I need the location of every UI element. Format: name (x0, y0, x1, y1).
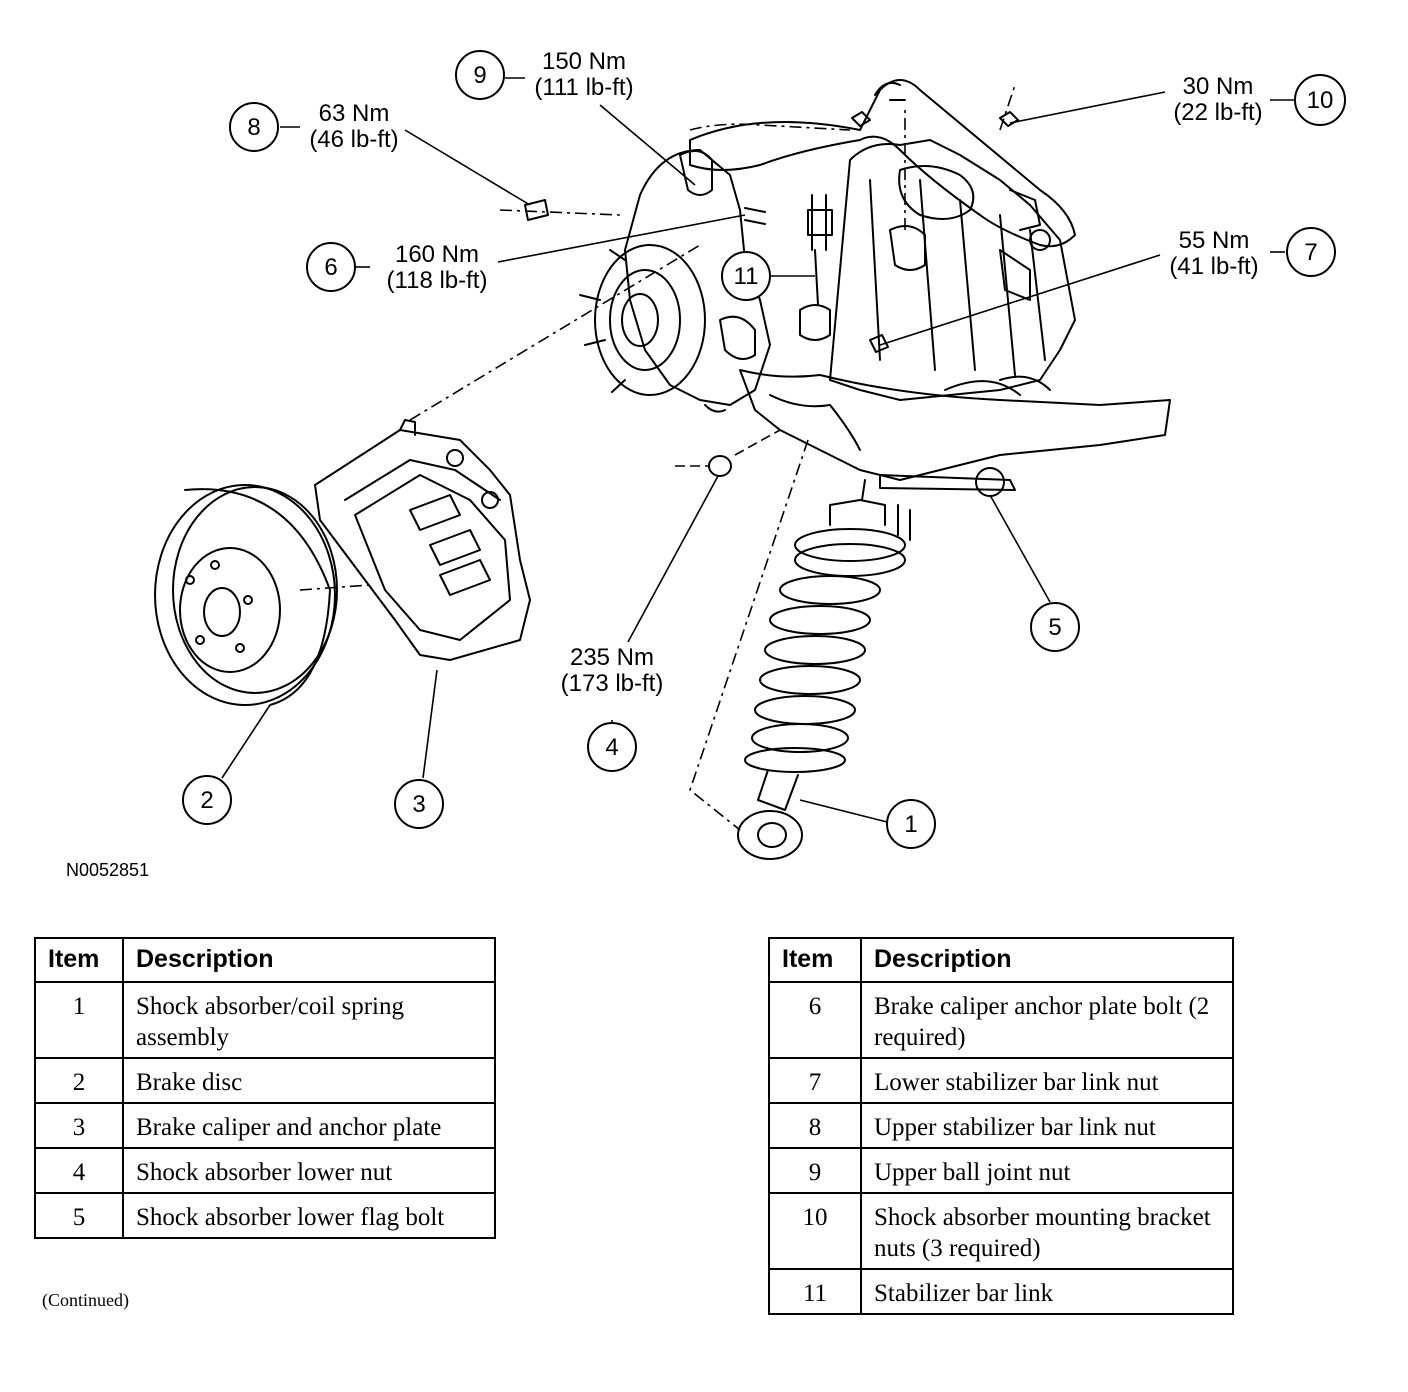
item-number: 11 (768, 1268, 862, 1315)
torque-nm-9: 150 Nm (542, 48, 626, 75)
callout-circle-10 (1294, 74, 1346, 126)
callout-number-7: 7 (1304, 239, 1317, 266)
header-item: Item (768, 937, 862, 983)
item-number: 5 (34, 1192, 124, 1239)
table-header-row: Item Description (768, 937, 1234, 983)
torque-nm-7: 55 Nm (1179, 227, 1250, 254)
steering-knuckle-hub (579, 149, 771, 413)
torque-lbft-4: (173 lb-ft) (561, 670, 664, 697)
continued-note: (Continued) (42, 1290, 129, 1310)
item-number: 3 (34, 1102, 124, 1149)
table-row: 10 Shock absorber mounting bracket nuts … (768, 1192, 1234, 1270)
item-description: Shock absorber/coil spring assembly (122, 981, 496, 1059)
suspension-exploded-diagram: 9 8 10 6 7 4 11 5 2 3 1 150 Nm (111 lb-f… (154, 48, 1346, 860)
callout-number-4: 4 (605, 734, 618, 761)
item-number: 6 (768, 981, 862, 1059)
item-description: Brake caliper and anchor plate (122, 1102, 496, 1149)
callout-circle-6 (306, 242, 356, 292)
table-row: 11 Stabilizer bar link (768, 1268, 1234, 1315)
item-number: 7 (768, 1057, 862, 1104)
torque-lbft-7: (41 lb-ft) (1169, 253, 1258, 280)
callout-circle-2 (182, 775, 232, 825)
table-row: 9 Upper ball joint nut (768, 1147, 1234, 1194)
table-row: 8 Upper stabilizer bar link nut (768, 1102, 1234, 1149)
header-item: Item (34, 937, 124, 983)
header-description: Description (122, 937, 496, 983)
item-number: 4 (34, 1147, 124, 1194)
item-description: Shock absorber mounting bracket nuts (3 … (860, 1192, 1234, 1270)
item-number: 1 (34, 981, 124, 1059)
callout-number-6: 6 (324, 254, 337, 281)
brake-caliper (314, 419, 531, 661)
table-row: 2 Brake disc (34, 1057, 496, 1104)
figure-id: N0052851 (66, 860, 150, 880)
shock-coil-spring (737, 479, 911, 860)
callout-number-11: 11 (734, 263, 759, 290)
stabilizer-bar-link (799, 194, 833, 341)
callout-number-3: 3 (412, 791, 425, 818)
table-row: 5 Shock absorber lower flag bolt (34, 1192, 496, 1239)
table-row: 1 Shock absorber/coil spring assembly (34, 981, 496, 1059)
table-row: 7 Lower stabilizer bar link nut (768, 1057, 1234, 1104)
fastener-hardware (524, 111, 1019, 477)
table-row: 4 Shock absorber lower nut (34, 1147, 496, 1194)
item-description: Lower stabilizer bar link nut (860, 1057, 1234, 1104)
item-description: Stabilizer bar link (860, 1268, 1234, 1315)
item-number: 10 (768, 1192, 862, 1270)
item-description: Upper ball joint nut (860, 1147, 1234, 1194)
callout-circle-8 (229, 102, 279, 152)
upper-control-arm (689, 79, 1076, 251)
item-description: Shock absorber lower nut (122, 1147, 496, 1194)
leader-lines (221, 77, 1295, 831)
table-header-row: Item Description (34, 937, 496, 983)
torque-lbft-9: (111 lb-ft) (534, 74, 633, 101)
torque-nm-6: 160 Nm (395, 241, 479, 268)
torque-nm-8: 63 Nm (319, 100, 390, 127)
callout-circle-7 (1286, 227, 1336, 277)
torque-nm-10: 30 Nm (1183, 73, 1254, 100)
item-description: Upper stabilizer bar link nut (860, 1102, 1234, 1149)
item-number: 8 (768, 1102, 862, 1149)
callout-circle-1 (886, 799, 936, 849)
callout-number-2: 2 (200, 787, 213, 814)
torque-nm-4: 235 Nm (570, 644, 654, 671)
item-description: Brake caliper anchor plate bolt (2 requi… (860, 981, 1234, 1059)
legend-table-right: Item Description 6 Brake caliper anchor … (768, 937, 1234, 1315)
callout-number-8: 8 (247, 114, 260, 141)
callout-number-1: 1 (904, 811, 917, 838)
callout-circle-3 (394, 779, 444, 829)
callout-circle-9 (455, 50, 505, 100)
callout-circle-4 (587, 722, 637, 772)
callout-number-10: 10 (1307, 87, 1334, 114)
callout-circle-11 (721, 251, 771, 301)
frame-bracket (829, 139, 1076, 401)
item-number: 2 (34, 1057, 124, 1104)
item-number: 9 (768, 1147, 862, 1194)
item-description: Brake disc (122, 1057, 496, 1104)
callout-number-5: 5 (1048, 614, 1061, 641)
table-row: 3 Brake caliper and anchor plate (34, 1102, 496, 1149)
callout-number-9: 9 (473, 62, 486, 89)
callout-circle-5 (1030, 602, 1080, 652)
table-row: 6 Brake caliper anchor plate bolt (2 req… (768, 981, 1234, 1059)
item-description: Shock absorber lower flag bolt (122, 1192, 496, 1239)
lower-control-arm (739, 369, 1171, 497)
legend-table-left: Item Description 1 Shock absorber/coil s… (34, 937, 496, 1239)
torque-lbft-10: (22 lb-ft) (1173, 99, 1262, 126)
brake-disc (154, 484, 338, 706)
torque-lbft-8: (46 lb-ft) (309, 126, 398, 153)
torque-lbft-6: (118 lb-ft) (387, 267, 488, 294)
header-description: Description (860, 937, 1234, 983)
